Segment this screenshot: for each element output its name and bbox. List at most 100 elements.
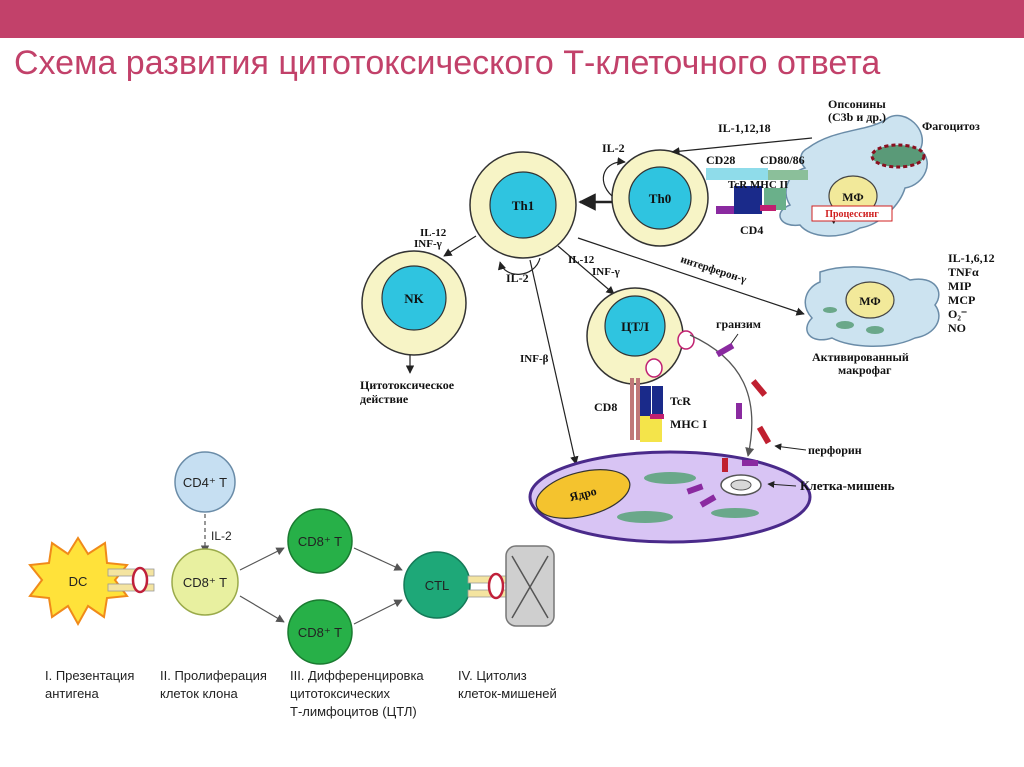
cytokine-5: O₂⁻ — [948, 307, 967, 321]
stage1-line1: I. Презентация — [45, 668, 134, 683]
nk-label: NK — [404, 291, 424, 306]
stage3-line3: Т-лимфоцитов (ЦТЛ) — [290, 704, 417, 719]
mhc1-label: MHC I — [670, 417, 707, 431]
stage3-line2: цитотоксических — [290, 686, 391, 701]
interferon-label: интерферон-γ — [679, 253, 748, 286]
cytokine-3: MIP — [948, 279, 971, 293]
target-cell-label: Клетка-мишень — [800, 478, 895, 493]
mhc2-molecule — [764, 188, 786, 210]
slide-title: Схема развития цитотоксического Т-клеточ… — [14, 44, 881, 82]
th1-to-nk-arrow — [443, 235, 477, 257]
cd28-label: CD28 — [706, 153, 735, 167]
stage4-line2: клеток-мишеней — [458, 686, 557, 701]
tcr-label: TcR — [670, 394, 691, 408]
synapse-bar — [107, 568, 155, 577]
il2-loop-label: IL-2 — [506, 271, 529, 285]
infg-ctl-label: INF-γ — [592, 266, 620, 278]
antigen-peptide — [760, 205, 776, 211]
il-1-12-18-label: IL-1,12,18 — [718, 121, 771, 135]
cd8t-cell-b — [287, 508, 353, 574]
cd80-label: CD80/86 — [760, 153, 805, 167]
granzyme-molecule — [715, 342, 735, 358]
differentiation-arrow-up — [353, 547, 403, 571]
nucleus-label: Ядро — [568, 484, 598, 504]
stage2-line2: клеток клона — [160, 686, 239, 701]
th0-nucleus — [628, 166, 692, 230]
th1-nucleus — [489, 171, 557, 239]
il2-autocrine-arrow — [602, 157, 626, 197]
ctl-lower-label: CTL — [425, 578, 450, 593]
perforin-label: перфорин — [808, 443, 862, 457]
ctl-antigen-complex — [487, 572, 505, 600]
granule-release-arrow — [689, 334, 755, 457]
cd8t-cell-c — [287, 599, 353, 665]
infg-nk-label: INF-γ — [414, 238, 442, 250]
phagocytosed-particle — [870, 143, 926, 169]
dc-cell — [28, 536, 129, 627]
mhc1-molecule — [640, 416, 662, 442]
ctl-label: ЦТЛ — [621, 319, 649, 334]
granule — [677, 330, 695, 350]
proliferation-arrow-up — [239, 547, 285, 571]
cd8t-label-a: CD8⁺ T — [183, 575, 227, 590]
antigen-complex — [131, 566, 149, 594]
processing-box — [811, 205, 893, 222]
il12-nk-label: IL-12 — [420, 227, 447, 239]
opsonins-label-2: (С3b и др.) — [828, 110, 886, 124]
cd8t-cell-a — [171, 548, 239, 616]
tcr-molecule — [640, 386, 651, 416]
cd4-molecule — [716, 206, 734, 214]
differentiation-arrow-down — [353, 599, 403, 625]
perforin-molecule — [750, 379, 768, 397]
cd28-receptor — [706, 168, 768, 180]
granzyme-label: гранзим — [716, 317, 761, 331]
inf-beta-label: INF-β — [520, 353, 549, 365]
stage3-line1: III. Дифференцировка — [290, 668, 424, 683]
il-1-12-18-arrow — [671, 137, 813, 156]
mf-granule — [836, 321, 854, 329]
cytokine-1: IL-1,6,12 — [948, 251, 995, 265]
cd4-label: CD4 — [740, 223, 763, 237]
cytotoxic-label-1: Цитотоксическое — [360, 378, 455, 392]
tcr-mhc2-label: TcR MHC II — [728, 179, 788, 191]
mitochondrion — [644, 472, 696, 484]
stage2-line1: II. Пролиферация — [160, 668, 267, 683]
th1-label: Th1 — [512, 198, 534, 213]
opsonins-label-1: Опсонины — [828, 97, 886, 111]
nk-nucleus — [381, 265, 447, 331]
mf-act-label: МФ — [859, 294, 880, 308]
cd8-molecule — [630, 378, 634, 440]
il12-ctl-label: IL-12 — [568, 254, 595, 266]
cd4t-cell — [174, 451, 236, 513]
interferon-arrow — [577, 237, 805, 316]
activated-mf-label-2: макрофаг — [838, 363, 892, 377]
ctl-nucleus — [604, 295, 666, 357]
mf-top-label: МФ — [842, 190, 863, 204]
tcr-receptor — [734, 186, 748, 214]
il2-label: IL-2 — [211, 529, 232, 543]
cytokine-6: NO — [948, 321, 966, 335]
il2-top-label: IL-2 — [602, 141, 625, 155]
stage4-line1: IV. Цитолиз — [458, 668, 527, 683]
cytokine-2: TNFα — [948, 265, 979, 279]
stage1-line2: антигена — [45, 686, 99, 701]
processing-label: Процессинг — [825, 209, 879, 220]
th1-to-ctl-arrow — [557, 245, 615, 295]
cd8t-label-b: CD8⁺ T — [298, 534, 342, 549]
dc-label: DC — [69, 574, 88, 589]
proliferation-arrow-down — [239, 595, 285, 623]
il2-loop-arrow — [497, 257, 541, 275]
target-nucleus — [535, 469, 631, 519]
activated-mf-label-1: Активированный — [812, 350, 909, 364]
mf-nucleus-act — [845, 281, 895, 319]
th0-label: Th0 — [649, 191, 671, 206]
ctl-cell-lower — [403, 551, 471, 619]
cd8t-label-c: CD8⁺ T — [298, 625, 342, 640]
inf-beta-arrow — [529, 259, 579, 465]
cd80-ligand — [768, 170, 808, 180]
cytotoxic-label-2: действие — [360, 392, 409, 406]
cd4t-label: CD4⁺ T — [183, 475, 227, 490]
phagocytosis-label: Фагоцитоз — [922, 119, 980, 133]
